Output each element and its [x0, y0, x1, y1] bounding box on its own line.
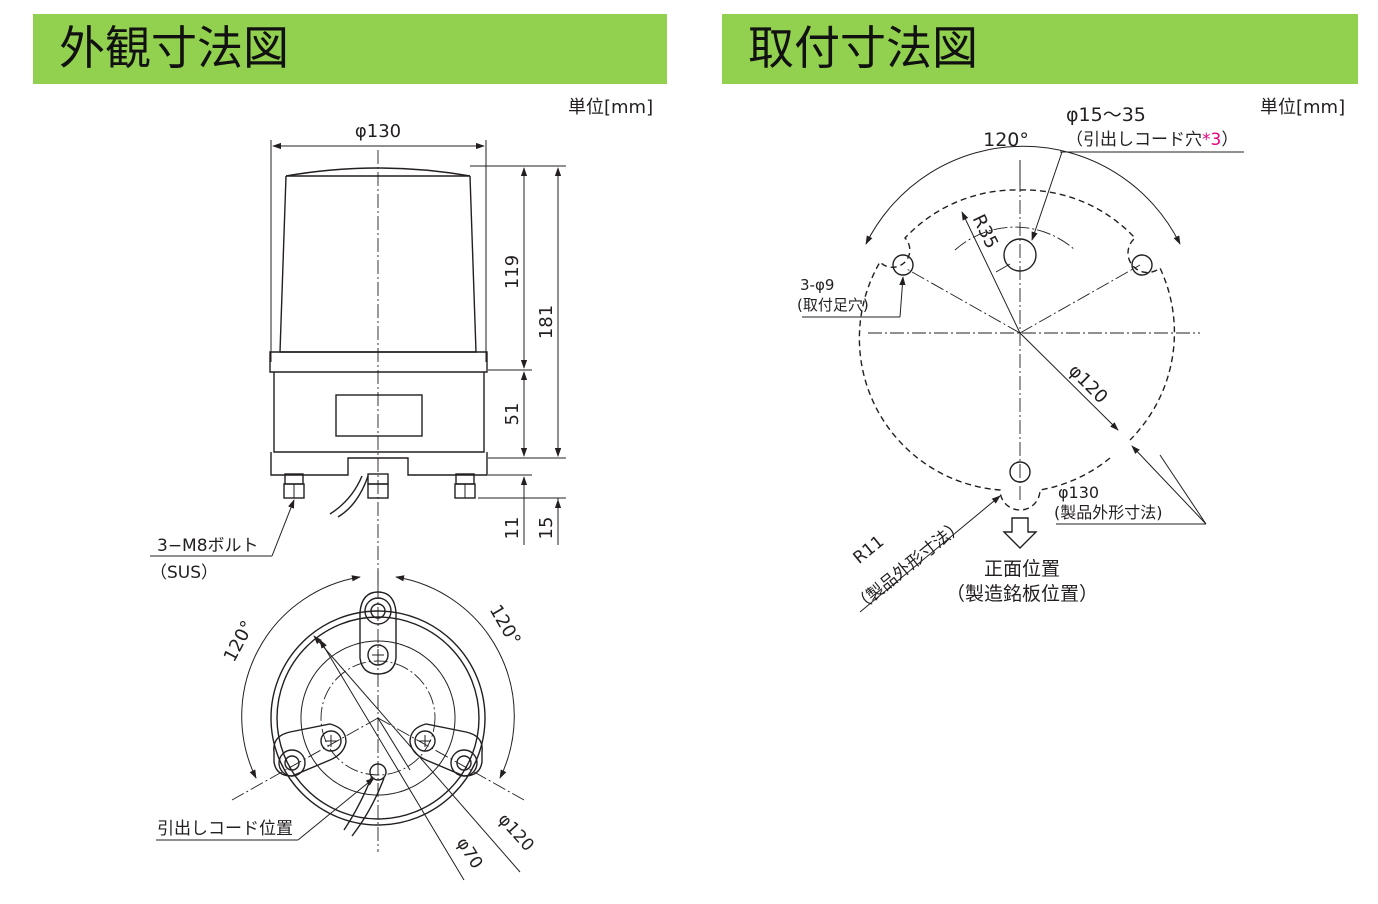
bolt-material-label: （SUS）	[150, 563, 218, 583]
angle-top-label: 120°	[983, 129, 1029, 151]
angle-right-label: 120°	[485, 601, 525, 649]
dim-total-label: 181	[536, 305, 557, 339]
front-position-sub: （製造銘板位置）	[946, 583, 1098, 605]
dim-base-label: 51	[502, 403, 523, 426]
cord-hole-dim-label: φ15〜35	[1066, 104, 1146, 126]
cord-hole-label: （引出しコード穴*3）	[1066, 130, 1238, 150]
dim-dome-label: 119	[502, 255, 523, 289]
header-exterior-title: 外観寸法図	[59, 21, 289, 75]
unit-label-left: 単位[mm]	[568, 97, 654, 118]
radius-hole-label: R35	[968, 211, 1002, 252]
unit-label-right: 単位[mm]	[1260, 97, 1346, 118]
outer-dim-label: φ130	[1058, 483, 1099, 502]
header-mounting-title: 取付寸法図	[748, 21, 978, 75]
radius-notch-label: R11	[850, 532, 889, 569]
bolt-label: 3−M8ボルト	[157, 536, 259, 556]
cord-position-label: 引出しコード位置	[157, 819, 293, 839]
dim-inner-label: φ70	[452, 834, 486, 872]
cord-hole-text: （引出しコード穴	[1066, 130, 1202, 150]
exterior-side-view: φ130	[150, 121, 566, 583]
dim-bottom-label: 11	[502, 517, 523, 540]
header-mounting-dimensions: 取付寸法図	[722, 14, 1358, 84]
header-exterior-dimensions: 外観寸法図	[33, 14, 667, 84]
foot-hole-label: (取付足穴)	[797, 296, 869, 314]
foot-hole-dim-label: 3-φ9	[800, 276, 834, 294]
cord-hole-note-mark: *3	[1202, 130, 1221, 150]
dim-width-label: φ130	[355, 121, 401, 142]
cord-hole-close: ）	[1221, 130, 1238, 150]
front-position-label: 正面位置	[984, 558, 1060, 580]
exterior-bottom-view: 120° 120° φ70 φ120 引出しコード位置	[156, 570, 538, 881]
mounting-diagram: 120° φ15〜35 （引出しコード穴*3） R35 3-φ9 (取付足穴) …	[797, 104, 1244, 617]
outer-dim-note: (製品外形寸法)	[1054, 503, 1163, 522]
dim-bolt-label: 15	[536, 517, 557, 540]
angle-left-label: 120°	[220, 617, 259, 665]
